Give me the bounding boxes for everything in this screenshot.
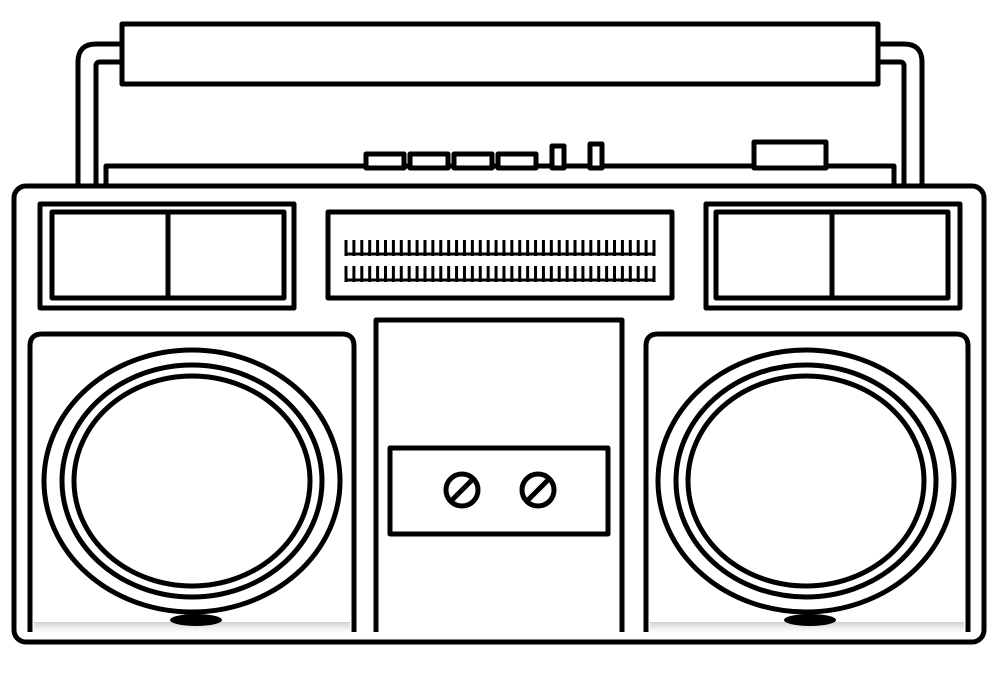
slider-1 [549,143,567,171]
cassette-screw-right [519,471,557,509]
fast-forward-key [451,151,495,171]
play-key [363,151,407,171]
right-speaker-cone [685,373,927,589]
cassette-screw-left [443,471,481,509]
left-top-panel [37,201,297,311]
right-speaker [643,331,971,632]
power-button [751,139,829,171]
tuning-scale-ticks [344,240,656,282]
cassette-window [387,445,611,537]
floor-shadow [34,614,964,636]
rewind-key [407,151,451,171]
control-keys [363,139,829,171]
left-speaker [27,331,357,632]
stop-key [495,151,539,171]
carry-handle [75,21,925,189]
tuning-dial [325,209,675,301]
right-top-panel [703,201,963,311]
left-speaker-cone [71,373,313,589]
slider-2 [587,141,605,171]
cassette-deck [373,317,625,632]
